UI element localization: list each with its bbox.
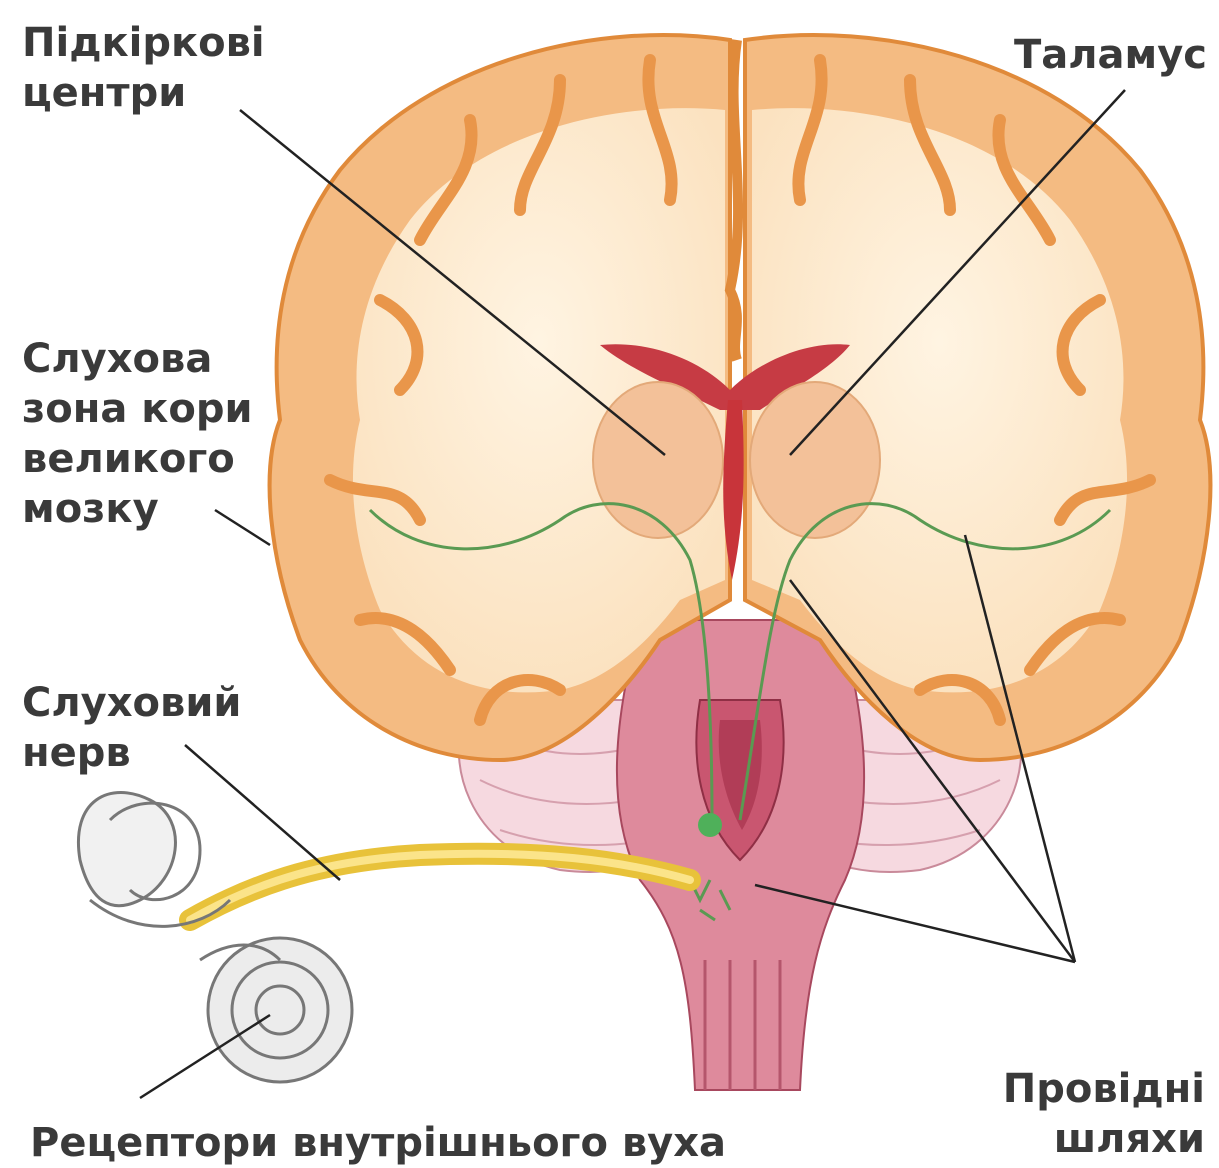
label-inner-ear-receptors: Рецептори внутрішнього вуха (30, 1118, 726, 1168)
label-auditory-nerve: Слуховий нерв (22, 678, 241, 778)
label-line: Підкіркові (22, 18, 265, 68)
label-line: Слухова (22, 334, 253, 384)
label-subcortical-centers: Підкіркові центри (22, 18, 265, 118)
label-line: шляхи (1003, 1114, 1205, 1164)
label-line: Слуховий (22, 678, 241, 728)
label-line: Таламус (1014, 30, 1207, 80)
label-conducting-pathways: Провідні шляхи (1003, 1064, 1205, 1164)
auditory-nerve (190, 854, 690, 920)
label-thalamus: Таламус (1014, 30, 1207, 80)
label-line: нерв (22, 728, 241, 778)
label-line: Рецептори внутрішнього вуха (30, 1118, 726, 1168)
label-line: великого (22, 434, 253, 484)
label-auditory-cortex: Слухова зона кори великого мозку (22, 334, 253, 534)
brainstem (617, 620, 864, 1090)
label-line: Провідні (1003, 1064, 1205, 1114)
inner-ear-illustration (78, 793, 352, 1083)
label-line: центри (22, 68, 265, 118)
label-line: зона кори (22, 384, 253, 434)
label-line: мозку (22, 484, 253, 534)
